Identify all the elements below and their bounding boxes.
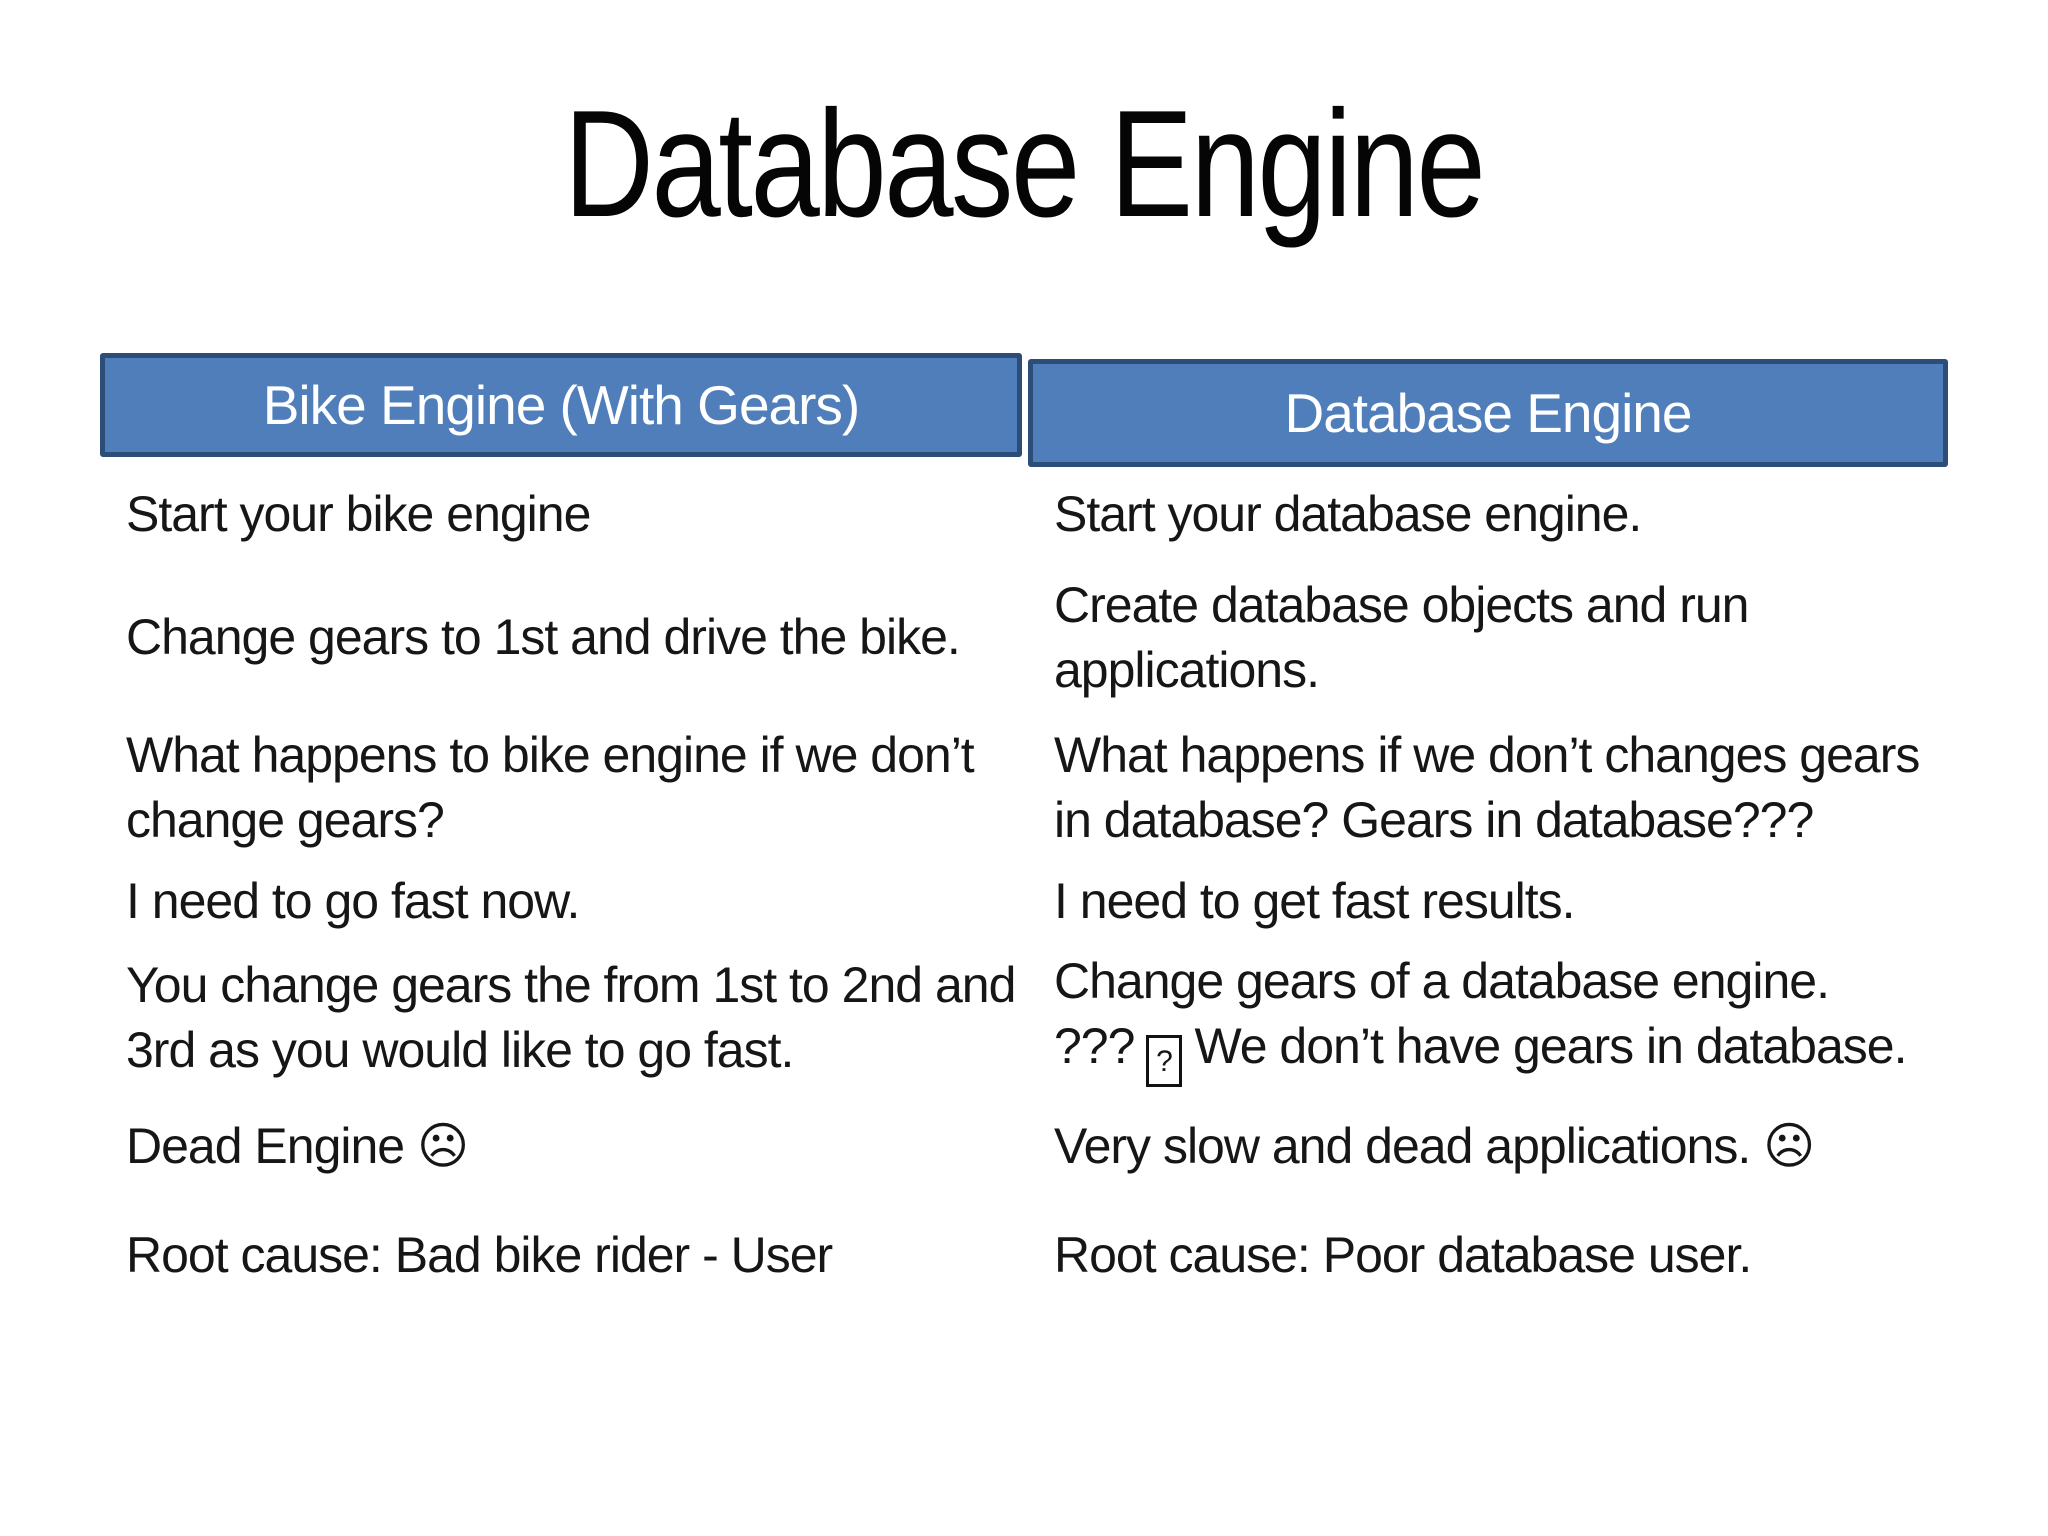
header-cell-bike-engine: Bike Engine (With Gears)	[100, 353, 1022, 457]
slide-title-area: Database Engine	[0, 88, 2048, 240]
table-cell: Start your bike engine	[100, 468, 1022, 560]
table-cell: I need to get fast results.	[1028, 860, 1948, 942]
table-cell-line: Very slow and dead applications. ☹	[1054, 1118, 1815, 1174]
header-label: Database Engine	[1284, 382, 1693, 444]
comparison-table-body: Start your bike engine Start your databa…	[100, 468, 1948, 1311]
table-cell-line: Root cause: Bad bike rider - User	[126, 1226, 833, 1283]
table-cell-line: in database? Gears in database???	[1054, 791, 1814, 848]
table-cell: Root cause: Bad bike rider - User	[100, 1199, 1022, 1311]
comparison-table-header: Bike Engine (With Gears) Database Engine	[100, 353, 1948, 467]
table-cell-line: Change gears of a database engine.	[1054, 952, 1830, 1009]
table-cell: Create database objects and run applicat…	[1028, 560, 1948, 715]
header-label: Bike Engine (With Gears)	[262, 374, 860, 436]
table-cell-line: Change gears to 1st and drive the bike.	[126, 609, 961, 665]
table-cell: Root cause: Poor database user.	[1028, 1199, 1948, 1311]
table-cell: What happens to bike engine if we don’t …	[100, 715, 1022, 860]
table-cell-line: Start your bike engine	[126, 485, 591, 542]
table-cell-line-suffix: We don’t have gears in database.	[1194, 1017, 1907, 1074]
table-cell-line: Create database objects and run	[1054, 576, 1750, 633]
table-cell-line: 3rd as you would like to go fast.	[126, 1022, 794, 1078]
table-cell-line: change gears?	[126, 791, 445, 848]
table-cell: Change gears to 1st and drive the bike.	[100, 560, 1022, 715]
table-cell-line: Dead Engine ☹	[126, 1118, 469, 1174]
slide-title: Database Engine	[564, 79, 1486, 249]
header-cell-database-engine: Database Engine	[1028, 359, 1948, 467]
table-cell: Very slow and dead applications. ☹	[1028, 1094, 1948, 1199]
table-cell: Start your database engine.	[1028, 468, 1948, 560]
table-cell-line: You change gears the from 1st to 2nd and	[126, 957, 1016, 1013]
table-cell-line: I need to go fast now.	[126, 872, 580, 929]
table-cell: I need to go fast now.	[100, 860, 1022, 942]
table-cell-line: applications.	[1054, 641, 1320, 698]
question-marks-text: ???	[1054, 1017, 1135, 1074]
table-cell-line: ???? We don’t have gears in database.	[1054, 1014, 1948, 1088]
table-cell-line: Root cause: Poor database user.	[1054, 1226, 1752, 1283]
table-cell-line: I need to get fast results.	[1054, 872, 1576, 929]
table-cell-line: Start your database engine.	[1054, 485, 1642, 542]
table-cell-line: What happens to bike engine if we don’t	[126, 726, 975, 783]
table-cell: What happens if we don’t changes gears i…	[1028, 715, 1948, 860]
missing-glyph-icon: ?	[1146, 1035, 1183, 1088]
missing-glyph-question-mark: ?	[1156, 1044, 1173, 1078]
table-cell: You change gears the from 1st to 2nd and…	[100, 942, 1022, 1094]
table-cell: Change gears of a database engine. ???? W…	[1028, 942, 1948, 1094]
table-cell: Dead Engine ☹	[100, 1094, 1022, 1199]
table-cell-line: What happens if we don’t changes gears	[1054, 726, 1920, 783]
